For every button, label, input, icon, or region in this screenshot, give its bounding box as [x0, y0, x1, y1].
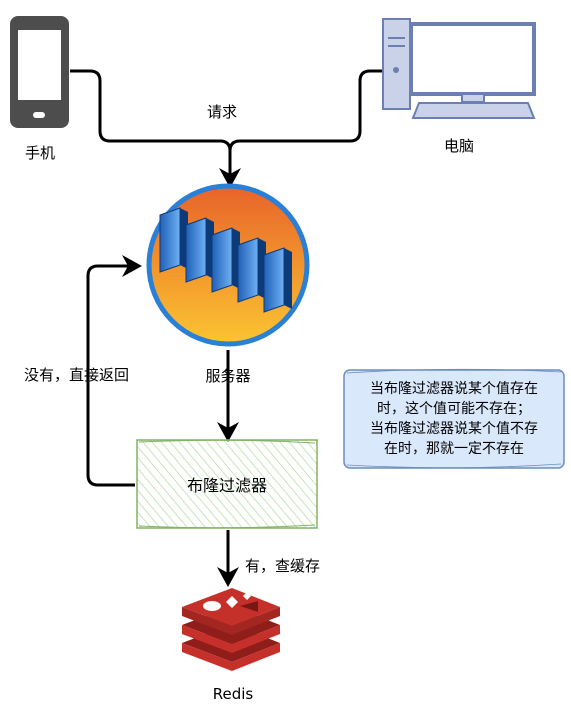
server-icon [146, 183, 310, 347]
hit-cache-label: 有，查缓存 [245, 557, 321, 575]
server-label: 服务器 [205, 367, 251, 385]
phone-icon [10, 16, 69, 128]
miss-return-label: 没有，直接返回 [24, 366, 130, 384]
computer-icon [382, 18, 536, 119]
request-label: 请求 [206, 103, 238, 121]
note-line: 当布隆过滤器说某个值不存 [370, 421, 538, 437]
redis-label: Redis [212, 685, 254, 703]
phone-label: 手机 [24, 144, 56, 162]
computer-label: 电脑 [443, 137, 475, 155]
note-box: 当布隆过滤器说某个值存在 时，这个值可能不存在； 当布隆过滤器说某个值不存 在时… [344, 370, 564, 468]
edge-request [70, 69, 382, 188]
note-line: 在时，那就一定不存在 [384, 441, 524, 457]
server-rack-units [159, 207, 292, 313]
edge-bloom-to-redis [217, 530, 239, 587]
note-line: 当布隆过滤器说某个值存在 [370, 381, 538, 397]
edge-miss-return [86, 255, 142, 487]
note-line: 时，这个值可能不存在； [377, 401, 531, 417]
bloom-filter-node: 布隆过滤器 [137, 440, 317, 528]
bloom-filter-shape [136, 439, 318, 529]
edge-server-to-bloom [217, 350, 239, 442]
note-shape [343, 368, 565, 469]
redis-icon [182, 588, 280, 671]
bloom-filter-label: 布隆过滤器 [186, 476, 267, 495]
